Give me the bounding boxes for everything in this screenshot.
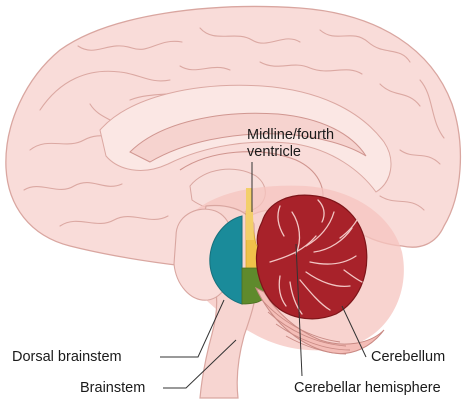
label-midline-fourth: Midline/fourth <box>247 127 335 143</box>
corpus-callosum <box>129 112 367 163</box>
fornix <box>179 151 324 205</box>
cingulate-region <box>99 84 392 193</box>
label-cerebellar-hemisphere: Cerebellar hemisphere <box>294 380 441 396</box>
dorsal-brainstem-region <box>209 215 243 305</box>
label-brainstem: Brainstem <box>80 380 146 396</box>
leader-cerebellar-hemisphere <box>295 243 303 377</box>
leader-lines <box>160 162 367 389</box>
leader-brainstem <box>163 339 237 389</box>
label-dorsal-brainstem: Dorsal brainstem <box>12 349 122 365</box>
label-cerebellum: Cerebellum <box>371 349 446 365</box>
cerebellum-lower-foliation <box>261 299 351 355</box>
leader-dorsal-brainstem <box>160 299 225 358</box>
cerebellum-red-region <box>255 194 368 320</box>
leader-cerebellum <box>341 305 367 358</box>
label-ventricle: ventricle <box>247 144 301 160</box>
